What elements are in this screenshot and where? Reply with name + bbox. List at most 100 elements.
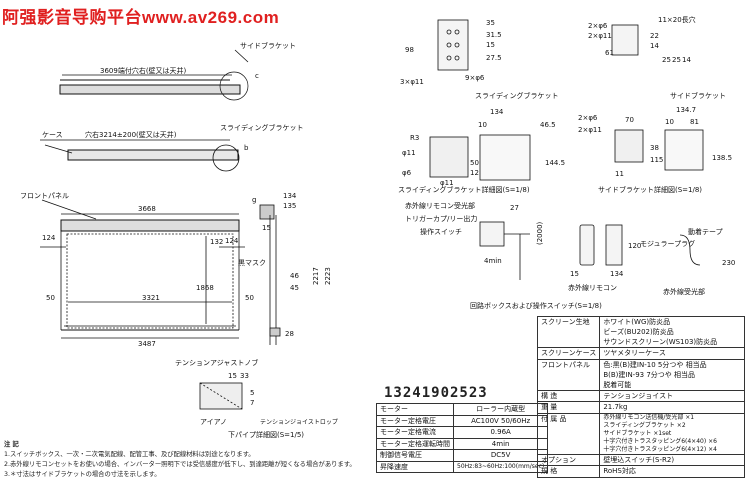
dim-15b: 15 [228, 372, 237, 380]
switch-dim-4min: 4min [484, 257, 502, 265]
side-title: サイドブラケット詳細図(S=1/8) [598, 185, 702, 194]
dim-5: 5 [250, 389, 254, 397]
dim-25b: 25 [672, 56, 681, 64]
ir-receiver-label: 赤外線リモコン受光部 [405, 201, 475, 210]
screen-value: テンションジョイスト [599, 389, 745, 402]
table-row: フロントパネル色:黒(B)建IN-10 5分つや 相当品 B(B)建IN-93 … [536, 358, 745, 391]
top-rail-view: サイドブラケット 3609端付穴右(壁又は天井) c [59, 41, 296, 101]
table-row: 構 造テンションジョイスト [536, 389, 745, 402]
case-label: ケース [42, 131, 63, 139]
screen-value: 21.7kg [599, 401, 745, 414]
screen-value: 色:黒(B)建IN-10 5分つや 相当品 B(B)建IN-93 7分つや 相当… [599, 358, 745, 391]
side-2x6: 2×φ6 [578, 114, 598, 122]
screen-value: ホワイト(WG)防炎品 ビーズ(BU202)防炎品 サウンドスクリーン(WS10… [599, 316, 745, 348]
front-panel-label: フロントパネル [20, 192, 69, 200]
remote-dim-134: 134 [610, 270, 624, 278]
note-line-3: 3.＊寸法はサイドブラケットの場合の寸法を示します。 [4, 471, 161, 478]
dim-50-left: 50 [46, 294, 55, 302]
side-dim-138-5: 138.5 [712, 154, 732, 162]
spec-label: モーター [376, 403, 454, 416]
sliding-phi11b: φ11 [440, 179, 454, 187]
sliding-title: スライディングブラケット詳細図(S=1/8) [398, 185, 530, 194]
remote-dim-15: 15 [570, 270, 579, 278]
screen-value: 壁埋込スイッチ(S-R2) [599, 453, 745, 466]
dim-124-right: 124 [225, 237, 239, 245]
spec-label: 昇降速度 [376, 460, 454, 473]
side-dim-81: 81 [690, 118, 699, 126]
holes-9x6: 9×φ6 [465, 74, 485, 82]
table-row: スクリーン生地ホワイト(WG)防炎品 ビーズ(BU202)防炎品 サウンドスクリ… [536, 316, 745, 348]
remote-dim-230: 230 [722, 259, 735, 267]
middle-rail-view: ケース 穴右3214±200(壁又は天井) スライディングブラケット b [40, 123, 304, 172]
black-mask-label: 黒マスク [238, 259, 266, 267]
note-line-2: 2.赤外線リモコンセットをお使いの場合、インバーター照明下では受信感度が低下し、… [4, 461, 356, 468]
screen-label: 構 造 [536, 389, 601, 402]
screen-label: 重 量 [536, 401, 601, 414]
bracket-top-detail: 98 35 31.5 15 27.5 3×φ11 9×φ6 2×φ6 2×φ11… [400, 15, 696, 86]
front-elevation: フロントパネル 3668 124 124 132 1868 黒マスク 50 33… [20, 192, 266, 348]
remote-label: 赤外線リモコン [568, 283, 617, 292]
spec-value: AC100V 50/60Hz [452, 414, 549, 427]
spec-value: 50Hz:83~60Hz:100(mm/sec) [452, 460, 549, 473]
switch-and-remote: 赤外線リモコン受光部 トリガーカプ/リー出力 操作スイッチ 27 (2000) … [405, 201, 735, 310]
spec-label: 制御信号電圧 [376, 449, 454, 462]
ir-receiver2-label: 赤外線受光部 [663, 287, 705, 296]
sliding-dim-10: 10 [478, 121, 487, 129]
side-dim-115: 115 [650, 156, 663, 164]
screen-value: RoHS対応 [599, 465, 745, 478]
side-section: 134 135 g 15 46 45 2217 2223 28 テンションアジャ… [175, 192, 332, 367]
dim-15: 15 [262, 224, 271, 232]
sliding-dim-134: 134 [490, 108, 504, 116]
dim-1868: 1868 [196, 284, 214, 292]
dim-135: 135 [283, 202, 296, 210]
dim-2223: 2223 [324, 267, 332, 285]
ceiling-bracket-label: サイドブラケット [240, 41, 296, 50]
lower-pipe-title: 下パイプ詳細図(S=1/5) [228, 430, 304, 439]
screen-label: スクリーンケース [536, 347, 601, 360]
sliding-dim-144-5: 144.5 [545, 159, 565, 167]
table-row: 付 属 品赤外線リモコン送信機/受光部 ×1 スライディングブラケット ×2 サ… [536, 412, 745, 455]
screen-value: ツヤメタリーケース [599, 347, 745, 360]
slot-11x20: 11×20長穴 [658, 15, 696, 24]
notes-heading: 注 記 [4, 441, 19, 448]
table-row: オプション壁埋込スイッチ(S-R2) [536, 453, 745, 466]
phone-number: 13241902523 [384, 385, 488, 401]
notes-block: 注 記 1.スイッチボックス、一次・二次電気配線、配管工事、及び配線材料は別途と… [4, 440, 376, 480]
dim-31-5: 31.5 [486, 31, 502, 39]
lower-pipe-detail: 15 33 5 7 テンションジョイストロップ アイアノ 下パイプ詳細図(S=1… [199, 372, 338, 439]
dim-61: 61 [605, 49, 614, 57]
holes-2x6-top: 2×φ6 [588, 22, 608, 30]
holes-3x11: 3×φ11 [400, 78, 424, 86]
dim-3321: 3321 [142, 294, 160, 302]
detail-c-label: c [255, 72, 259, 80]
tension-adjust-label: テンションアジャストノブ [175, 358, 258, 367]
top-length-dim: 3609端付穴右(壁又は天井) [100, 66, 187, 75]
screen-value: 赤外線リモコン送信機/受光部 ×1 スライディングブラケット ×2 サイドブラケ… [599, 412, 745, 455]
screen-spec-table: スクリーン生地ホワイト(WG)防炎品 ビーズ(BU202)防炎品 サウンドスクリ… [536, 316, 745, 478]
dim-98: 98 [405, 46, 414, 54]
spec-value: 0.96A [452, 426, 549, 439]
dim-45: 45 [290, 284, 299, 292]
side-dim-11: 11 [615, 170, 624, 178]
side-dim-10: 10 [665, 118, 674, 126]
side-top-label: サイドブラケット [670, 91, 726, 100]
middle-length-dim: 穴右3214±200(壁又は天井) [85, 130, 177, 139]
spec-value: 4min [452, 437, 549, 450]
spec-value: DC5V [452, 449, 549, 462]
dim-33: 33 [240, 372, 249, 380]
dim-50-right: 50 [245, 294, 254, 302]
spec-label: モーター定格電圧 [376, 414, 454, 427]
detail-b-label: b [244, 144, 249, 152]
watermark-text: 阿强影音导购平台www.av269.com [2, 8, 280, 27]
dim-27-5: 27.5 [486, 54, 502, 62]
op-switch-label: 操作スイッチ [420, 227, 462, 236]
switch-dim-2000: (2000) [536, 221, 544, 245]
sliding-top-label: スライディングブラケット [475, 91, 559, 100]
tension-stop-label: テンションジョイストロップ [260, 419, 338, 426]
pipe-label: アイアノ [200, 418, 227, 426]
screen-label: 付 属 品 [536, 412, 601, 455]
sliding-bracket-detail: スライディングブラケット 134 10 46.5 R3 φ11 φ6 50 12… [398, 91, 565, 194]
